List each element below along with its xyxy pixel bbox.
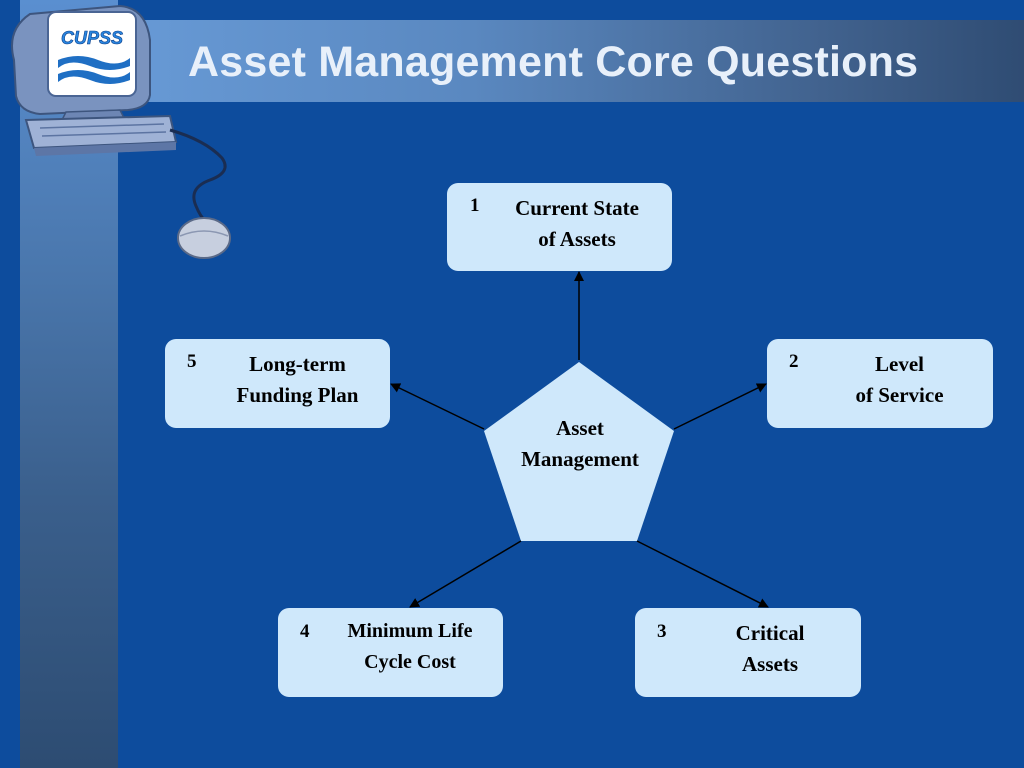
arrow-to-node-2 — [673, 383, 767, 430]
arrow-to-node-4 — [409, 540, 522, 608]
node-number: 2 — [789, 351, 799, 372]
node-level-of-service: 2 Level of Service — [767, 339, 993, 428]
node-long-term-funding-plan: 5 Long-term Funding Plan — [165, 339, 390, 428]
arrow-to-node-5 — [390, 383, 485, 430]
node-number: 1 — [470, 195, 480, 216]
node-number: 4 — [300, 621, 310, 642]
arrow-to-node-3 — [636, 540, 769, 608]
node-number: 5 — [187, 351, 197, 372]
node-label: Level of Service — [855, 352, 944, 407]
computer-icon: CUPSS — [11, 4, 231, 259]
center-pentagon — [484, 362, 674, 541]
node-current-state: 1 Current State of Assets — [447, 183, 672, 271]
node-label: Long-term Funding Plan — [236, 352, 359, 407]
node-label: Current State of Assets — [515, 196, 639, 251]
center-label: Asset Management — [521, 416, 639, 471]
node-label: Minimum Life Cycle Cost — [347, 620, 473, 673]
logo-text: CUPSS — [61, 28, 123, 48]
node-critical-assets: 3 Critical Assets — [635, 608, 861, 697]
node-number: 3 — [657, 621, 667, 642]
page-title: Asset Management Core Questions — [188, 38, 919, 86]
node-minimum-life-cycle-cost: 4 Minimum Life Cycle Cost — [278, 608, 503, 697]
title-bar — [20, 20, 1024, 102]
node-label: Critical Assets — [735, 621, 805, 676]
